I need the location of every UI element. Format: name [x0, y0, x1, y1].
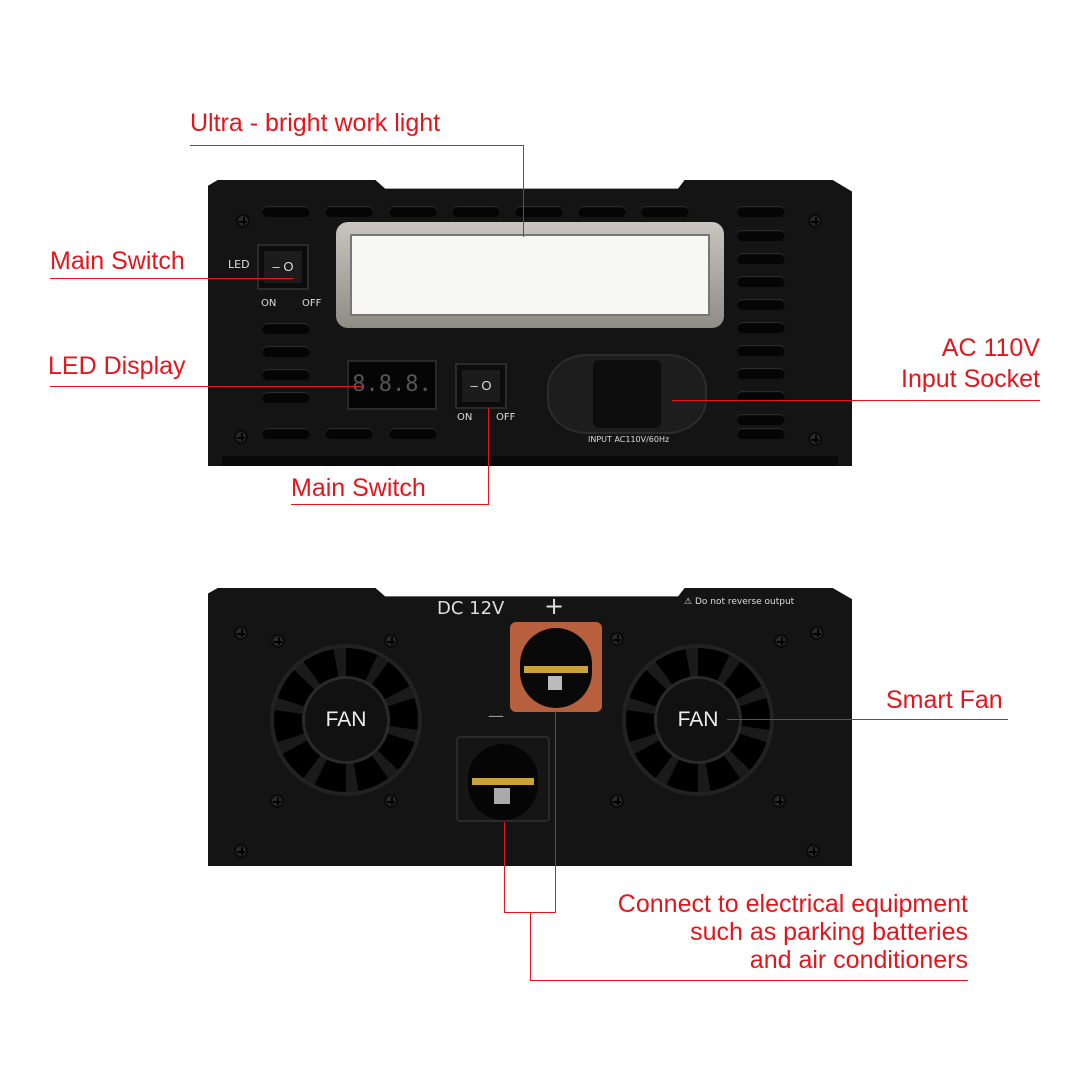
positive-terminal-bar: [524, 666, 588, 673]
vent-slot: [737, 391, 785, 402]
vent-slot: [262, 206, 310, 217]
callout-main-switch-led: Main Switch: [50, 247, 185, 275]
ac-input-socket[interactable]: [547, 354, 707, 434]
led-display: 8.8.8.: [347, 360, 437, 410]
dc-voltage-label: DC 12V: [437, 598, 505, 619]
vent-slot: [452, 206, 500, 217]
vent-slot: [262, 428, 310, 439]
led-switch-on-label: ON: [261, 298, 277, 309]
screw: [610, 632, 624, 646]
screw: [236, 214, 250, 228]
main-switch-on-label: ON: [457, 412, 473, 423]
led-switch-off-label: OFF: [302, 298, 322, 309]
leader-line: [488, 408, 489, 505]
vent-slot: [737, 428, 785, 439]
main-power-switch[interactable]: – O: [455, 363, 507, 409]
vent-slot: [389, 206, 437, 217]
leader-line: [504, 822, 505, 912]
leader-line: [190, 145, 524, 146]
vent-slot: [737, 253, 785, 264]
screw: [271, 634, 285, 648]
vent-slot: [262, 346, 310, 357]
vent-slot: [737, 230, 785, 241]
front-panel-base: [222, 456, 838, 466]
callout-connect-line3: and air conditioners: [749, 946, 968, 974]
screw: [234, 844, 248, 858]
screw: [384, 794, 398, 808]
leader-line: [530, 912, 531, 980]
callout-led-display: LED Display: [48, 352, 186, 380]
input-rating-label: INPUT AC110V/60Hz: [588, 435, 670, 444]
vent-slot: [641, 206, 689, 217]
vent-slot: [737, 368, 785, 379]
negative-terminal-bar: [472, 778, 534, 785]
leader-line: [672, 400, 1040, 401]
vent-slot: [262, 369, 310, 380]
screw: [270, 794, 284, 808]
left-fan: FAN: [270, 644, 422, 796]
leader-line: [50, 386, 362, 387]
warning-label: ⚠ Do not reverse output: [684, 597, 795, 607]
negative-label: —: [488, 706, 504, 725]
vent-slot: [389, 428, 437, 439]
vent-slot: [737, 299, 785, 310]
vent-slot: [262, 323, 310, 334]
main-switch-off-label: OFF: [496, 412, 516, 423]
warning-icon: ⚠: [684, 597, 695, 607]
socket-cover: [593, 360, 661, 428]
screw: [810, 626, 824, 640]
led-switch[interactable]: – O: [257, 244, 309, 290]
positive-terminal-bolt: [548, 676, 562, 690]
leader-line: [555, 711, 556, 912]
leader-line: [523, 145, 524, 237]
leader-line: [50, 278, 294, 279]
vent-slot: [325, 206, 373, 217]
leader-line: [727, 719, 1008, 720]
vent-slot: [325, 428, 373, 439]
callout-work-light: Ultra - bright work light: [190, 109, 441, 137]
positive-terminal[interactable]: [510, 622, 602, 712]
negative-terminal-bolt: [494, 788, 510, 804]
callout-ac-input-line1: AC 110V: [941, 334, 1040, 362]
positive-label: +: [544, 592, 565, 620]
vent-slot: [515, 206, 563, 217]
vent-slot: [737, 414, 785, 425]
callout-ac-input-line2: Input Socket: [901, 365, 1040, 393]
screw: [234, 430, 248, 444]
screw: [808, 214, 822, 228]
vent-slot: [737, 322, 785, 333]
vent-slot: [737, 345, 785, 356]
vent-slot: [737, 276, 785, 287]
screw: [806, 844, 820, 858]
callout-connect-line2: such as parking batteries: [690, 918, 968, 946]
vent-slot: [578, 206, 626, 217]
leader-line: [291, 504, 489, 505]
screw: [772, 794, 786, 808]
callout-smart-fan: Smart Fan: [886, 686, 1003, 714]
work-light: [336, 222, 724, 328]
screw: [384, 634, 398, 648]
vent-slot: [262, 392, 310, 403]
screw: [808, 432, 822, 446]
work-light-panel: [350, 234, 710, 316]
screw: [610, 794, 624, 808]
leader-line: [530, 980, 968, 981]
screw: [774, 634, 788, 648]
callout-main-switch: Main Switch: [291, 474, 426, 502]
callout-connect-line1: Connect to electrical equipment: [617, 890, 968, 918]
vent-slot: [737, 206, 785, 217]
negative-terminal[interactable]: [456, 736, 550, 822]
led-label: LED: [228, 258, 250, 271]
screw: [234, 626, 248, 640]
right-fan: FAN: [622, 644, 774, 796]
